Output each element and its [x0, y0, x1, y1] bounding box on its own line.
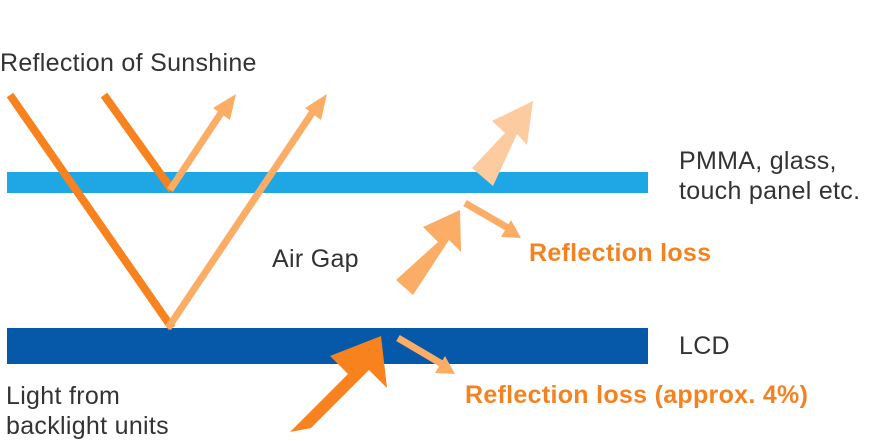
- pmma-glass-layer: [7, 172, 648, 193]
- sunshine-reflected-arrowhead-1: [213, 94, 236, 120]
- sunshine-reflected-arrowhead-2: [305, 94, 327, 120]
- reflection-loss-arrow-top-shaft: [463, 199, 510, 232]
- backlight-arrow: [290, 336, 387, 432]
- reflection-loss-bottom-label: Reflection loss (approx. 4%): [465, 381, 809, 409]
- sunshine-incident-ray-2: [6, 92, 176, 331]
- transmitted-air-gap-arrow: [396, 210, 461, 295]
- reflection-loss-arrow-top-head: [501, 220, 521, 238]
- sunshine-incident-ray-1: [100, 92, 176, 193]
- sunshine-reflection-label: Reflection of Sunshine: [0, 49, 257, 77]
- transmitted-out-arrow: [472, 101, 533, 186]
- reflection-loss-arrow-bottom-shaft: [396, 334, 444, 368]
- pmma-label-line-2: touch panel etc.: [679, 177, 861, 205]
- lcd-layer-label: LCD: [679, 332, 730, 360]
- pmma-label-line-1: PMMA, glass,: [679, 147, 837, 175]
- sunshine-reflected-ray-2: [165, 108, 317, 330]
- backlight-label-line-1: Light from: [6, 382, 121, 410]
- reflection-loss-arrow-bottom-head: [435, 356, 455, 374]
- backlight-label-line-2: backlight units: [6, 412, 169, 440]
- pmma-layer-label: PMMA, glass, touch panel etc.: [679, 146, 860, 206]
- backlight-label: Light from backlight units: [6, 381, 169, 441]
- lcd-layer: [7, 328, 648, 364]
- air-gap-label: Air Gap: [272, 245, 359, 273]
- reflection-loss-top-label: Reflection loss: [529, 239, 712, 267]
- sunshine-reflected-ray-1: [167, 108, 226, 192]
